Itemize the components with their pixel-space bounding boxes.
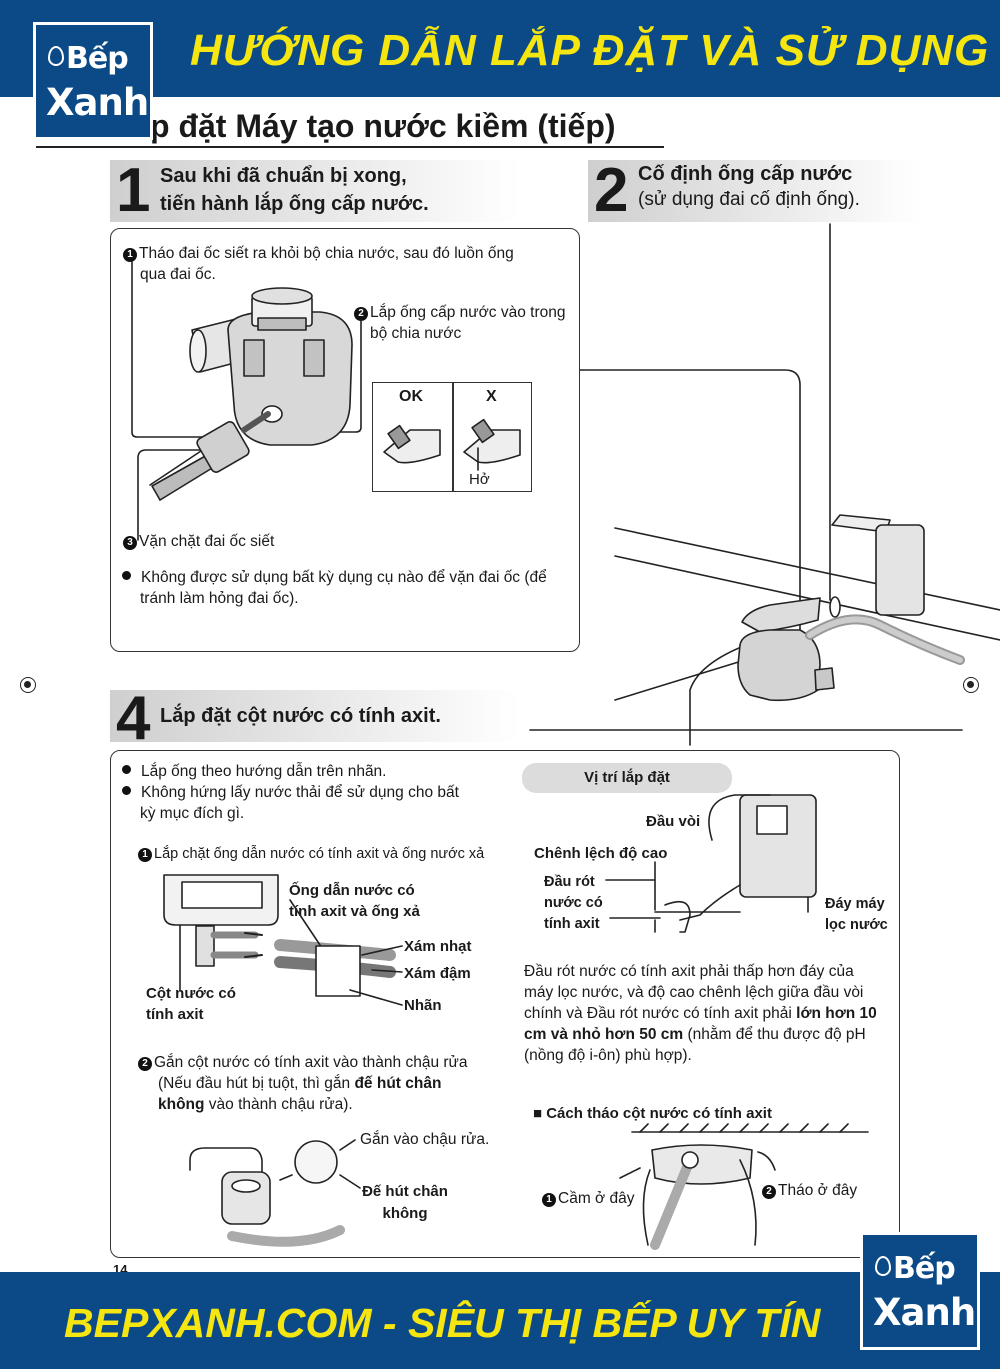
ok-label: OK xyxy=(399,388,423,405)
label-dark-gray: Xám đậm xyxy=(404,965,471,982)
ok-x-divider xyxy=(452,383,454,491)
logo-line1: Bếp xyxy=(48,41,129,76)
step1-header xyxy=(110,160,520,222)
footer-logo-line1: Bếp xyxy=(875,1251,956,1286)
step1-note-line1: Không được sử dụng bất kỳ dụng cụ nào để… xyxy=(122,567,547,588)
step1-line2: tiến hành lắp ống cấp nước. xyxy=(160,193,429,215)
header-bar xyxy=(0,0,1000,97)
step4-bullet2-line2: kỳ mục đích gì. xyxy=(140,805,245,822)
footer-logo-line2: Xanh xyxy=(873,1291,976,1334)
water-drop-icon xyxy=(48,46,64,66)
footer-title: BEPXANH.COM - SIÊU THỊ BẾP UY TÍN xyxy=(64,1300,821,1346)
step4-number: 4 xyxy=(116,684,151,753)
brand-logo: Bếp Xanh xyxy=(33,22,153,140)
desc-line4: cm và nhỏ hơn 50 cm (nhằm để thu được độ… xyxy=(524,1026,866,1043)
label-tag: Nhãn xyxy=(404,997,442,1014)
step1-item1-line2: qua đai ốc. xyxy=(140,266,216,283)
registration-mark-right-icon xyxy=(963,677,979,693)
step2-line1: Cố định ống cấp nước xyxy=(638,163,853,185)
step4-sub2-line3: không vào thành chậu rửa). xyxy=(158,1096,353,1113)
step4-bullet2-line1: Không hứng lấy nước thải để sử dụng cho … xyxy=(122,782,459,803)
step2-number: 2 xyxy=(594,156,629,225)
remove-title: ■ Cách tháo cột nước có tính axit xyxy=(533,1105,772,1122)
registration-mark-left-icon xyxy=(20,677,36,693)
footer-logo: Bếp Xanh xyxy=(860,1232,980,1350)
ok-x-comparison: OK X Hở xyxy=(372,382,532,492)
desc-line5: (nồng độ i-ôn) phù hợp). xyxy=(524,1047,692,1064)
water-drop-icon xyxy=(875,1256,891,1276)
bullet-icon xyxy=(122,571,131,580)
x-label: X xyxy=(486,388,497,405)
header-title: HƯỚNG DẪN LẮP ĐẶT VÀ SỬ DỤNG xyxy=(190,26,990,75)
footer-bar xyxy=(0,1272,1000,1369)
step4-bullet1: Lắp ống theo hướng dẫn trên nhãn. xyxy=(122,761,387,782)
connector-line xyxy=(579,369,801,631)
step4-panel xyxy=(110,750,900,1258)
label-height-diff: Chênh lệch độ cao xyxy=(534,845,668,862)
step1-line1: Sau khi đã chuẩn bị xong, xyxy=(160,165,407,187)
step4-sub2-line2: (Nếu đầu hút bị tuột, thì gắn đế hút châ… xyxy=(158,1075,442,1092)
step4-header xyxy=(110,690,520,742)
section-title-underline xyxy=(36,146,664,148)
step2-header xyxy=(588,160,922,222)
install-position-pill: Vị trí lắp đặt xyxy=(522,763,732,793)
label-faucet: Đầu vòi xyxy=(646,813,701,830)
logo-line2: Xanh xyxy=(46,81,149,124)
desc-line1: Đầu rót nước có tính axit phải thấp hơn … xyxy=(524,963,854,980)
gap-label: Hở xyxy=(469,471,490,488)
label-light-gray: Xám nhạt xyxy=(404,938,472,955)
desc-line3: chính và Đầu rót nước có tính axit phải … xyxy=(524,1005,877,1022)
step1-note-line2: tránh làm hỏng đai ốc). xyxy=(140,590,299,607)
step2-line2: (sử dụng đai cố định ống). xyxy=(638,189,860,210)
step1-item2-line2: bộ chia nước xyxy=(370,325,462,342)
section-title: p đặt Máy tạo nước kiềm (tiếp) xyxy=(150,108,616,144)
step1-number: 1 xyxy=(116,156,151,225)
label-attach-sink: Gắn vào chậu rửa. xyxy=(360,1131,490,1148)
sink-faucet-illustration xyxy=(614,514,1000,746)
desc-line2: máy lọc nước, và độ cao chênh lệch giữa … xyxy=(524,984,864,1001)
step4-title: Lắp đặt cột nước có tính axit. xyxy=(160,705,441,727)
